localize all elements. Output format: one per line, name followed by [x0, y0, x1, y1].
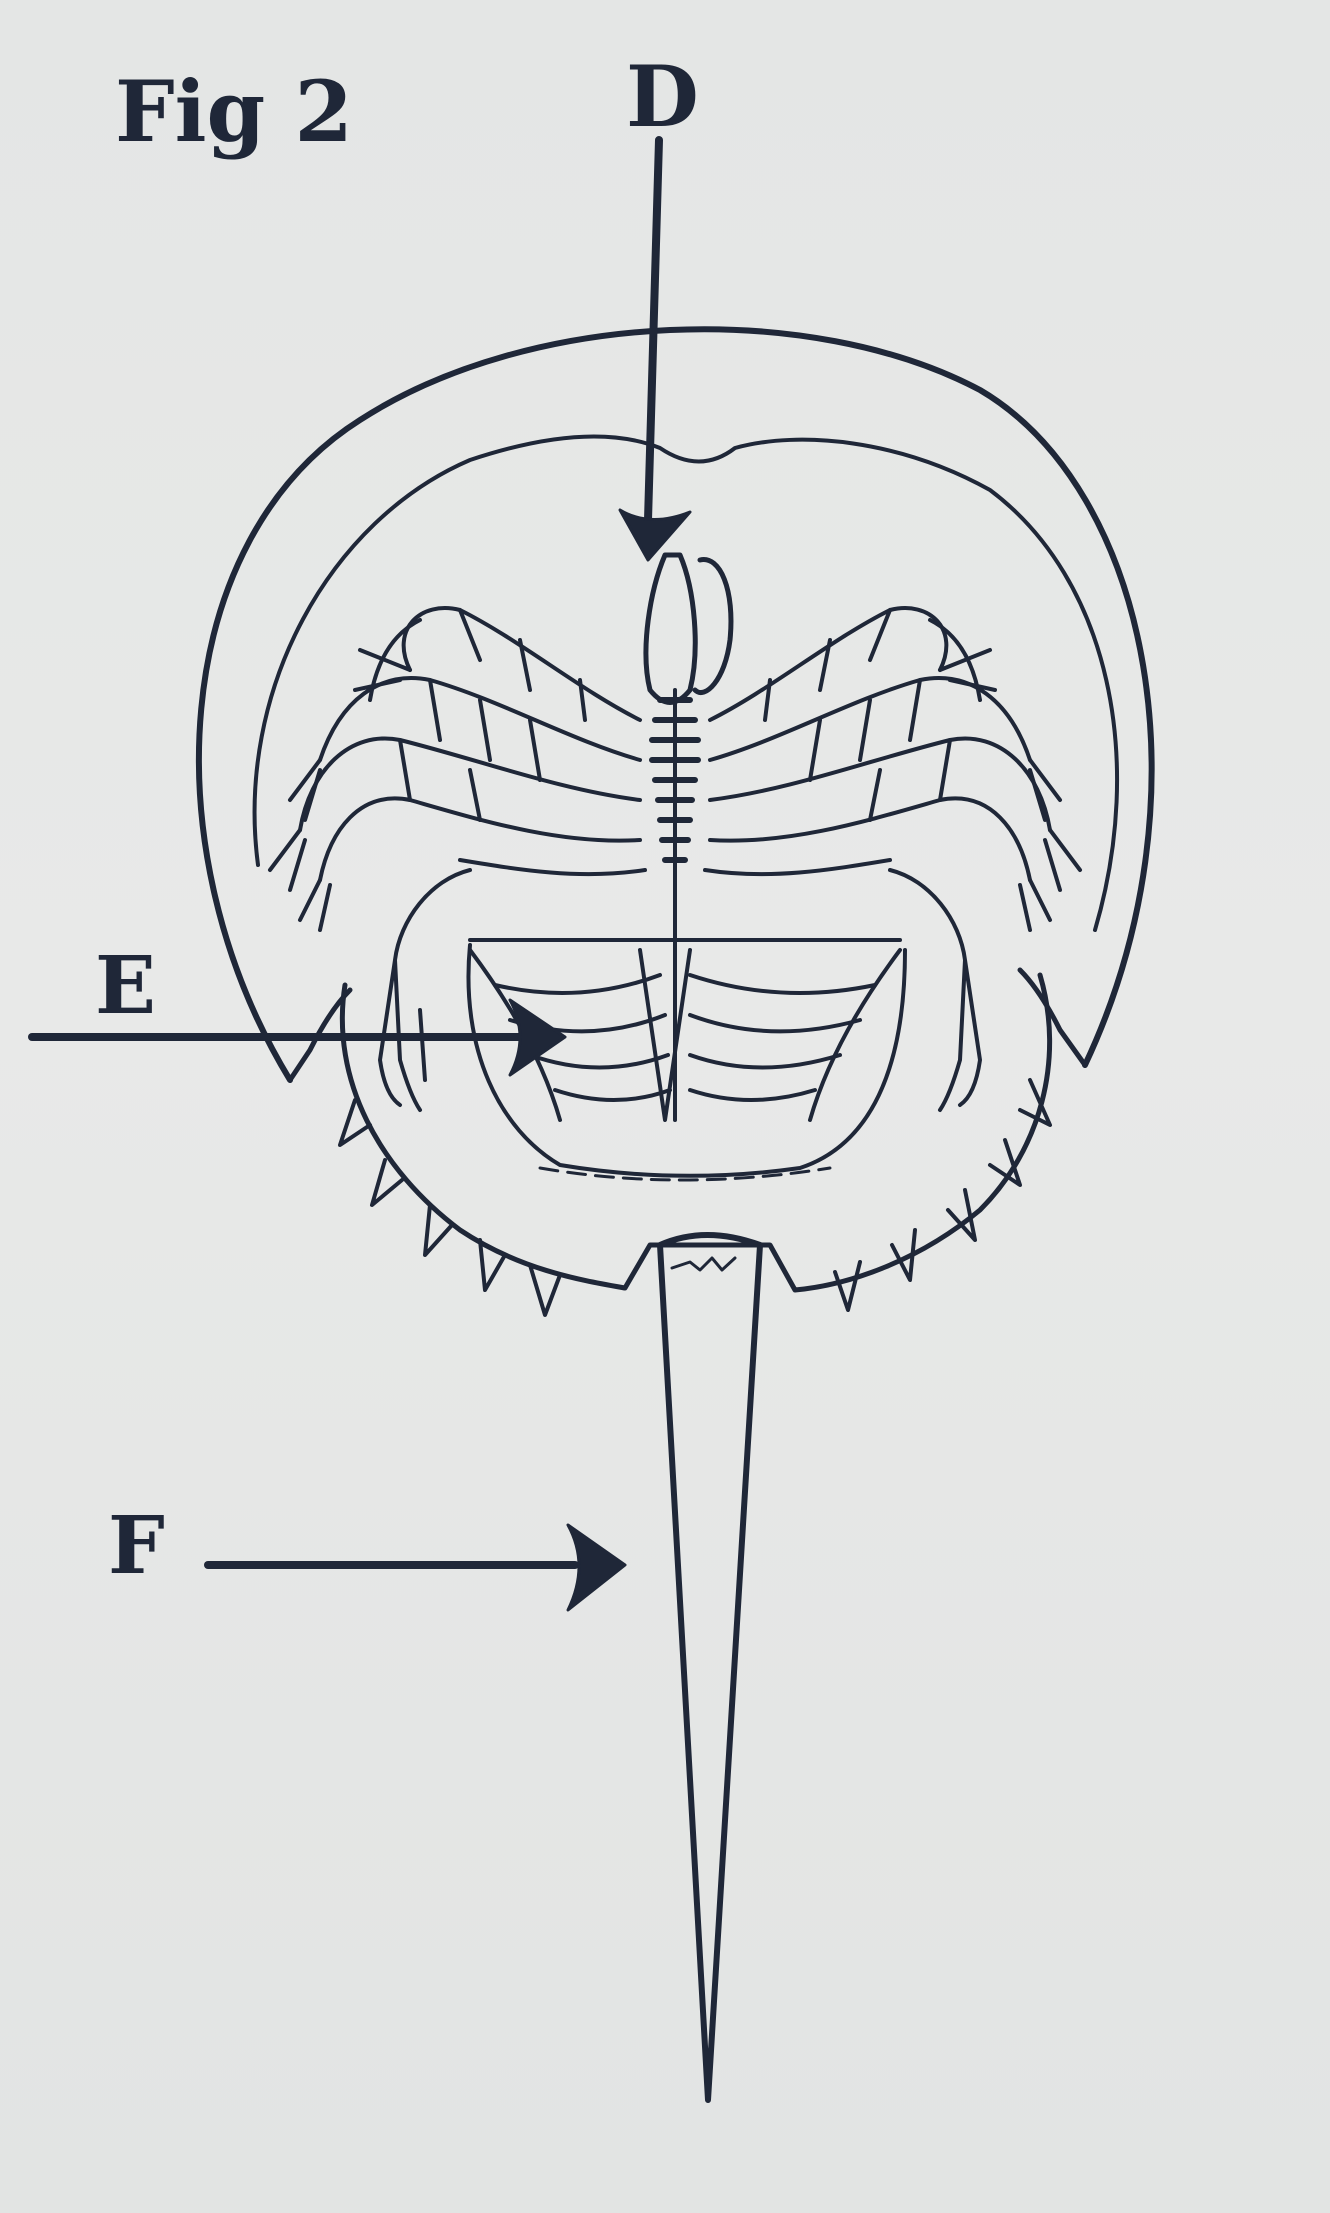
left-hind-leg [378, 868, 472, 1112]
figure-title: Fig 2 [115, 62, 353, 161]
carapace-inner-ridge [252, 434, 1120, 932]
right-hind-leg [888, 868, 982, 1112]
arrow-e [28, 998, 567, 1077]
abdomen-inner-outline [466, 943, 907, 1178]
left-spines [338, 1098, 562, 1317]
book-gills [468, 938, 902, 1122]
label-f: F [108, 1498, 165, 1592]
right-leg-claws [938, 648, 1082, 932]
label-d: D [626, 47, 699, 146]
mouthpart-right [692, 557, 734, 695]
mouthpart-left [643, 552, 698, 705]
abdomen-inner-dashes [538, 1166, 832, 1182]
telson [657, 1232, 763, 2103]
arrow-d [618, 136, 692, 562]
right-spines [833, 1078, 1052, 1312]
carapace-right-notch [1017, 967, 1088, 1068]
telson-joint [670, 1256, 737, 1272]
left-leg-claws [268, 648, 412, 932]
left-walking-legs [298, 606, 647, 882]
abdomen-outline [339, 972, 1053, 1293]
label-e: E [95, 938, 156, 1032]
right-walking-legs [703, 606, 1052, 882]
gnathobase-column [649, 697, 701, 863]
carapace-outer-outline [196, 326, 1155, 1083]
arrow-f [204, 1523, 627, 1612]
